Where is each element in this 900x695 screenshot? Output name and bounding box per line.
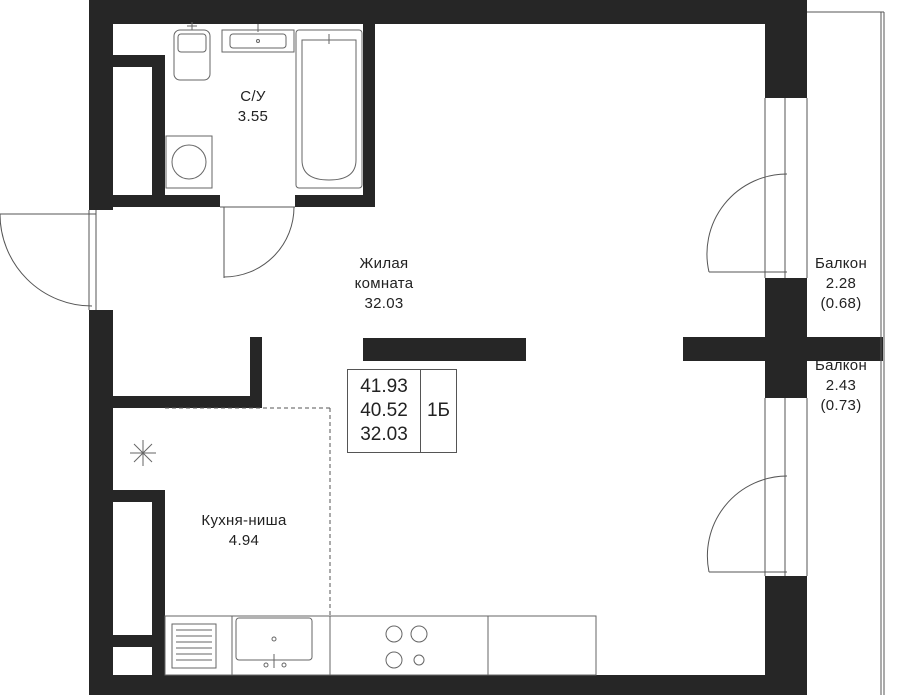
bathroom-door xyxy=(220,206,295,278)
sink-icon xyxy=(221,24,295,53)
balcony-outline xyxy=(807,11,885,695)
total-area: 41.93 xyxy=(360,376,408,397)
area-summary-box: 41.93 40.52 32.03 1Б xyxy=(347,369,457,453)
balcony-2-label: Балкон 2.43 (0.73) xyxy=(803,356,879,416)
balcony-2-reduced-area: (0.73) xyxy=(820,397,862,414)
ventilation-icon xyxy=(130,440,156,466)
windows xyxy=(764,98,808,576)
kitchen-label: Кухня-ниша 4.94 xyxy=(184,511,304,551)
bathtub-icon xyxy=(295,29,363,189)
kitchen-area: 4.94 xyxy=(228,532,260,549)
kitchen-counter xyxy=(164,615,597,676)
balcony-1-reduced-area: (0.68) xyxy=(820,295,862,312)
kitchen-name: Кухня-ниша xyxy=(201,512,287,529)
walls xyxy=(89,0,883,695)
area-values: 41.93 40.52 32.03 xyxy=(348,370,421,452)
dishwasher-icon xyxy=(171,623,217,669)
bathroom-name: С/У xyxy=(240,88,266,105)
bathroom-area: 3.55 xyxy=(237,108,269,125)
living-room-label: Жилая комната 32.03 xyxy=(334,254,434,314)
apartment-type: 1Б xyxy=(426,400,451,421)
washing-machine-icon xyxy=(165,135,213,189)
toilet-icon xyxy=(173,22,211,81)
entrance-door xyxy=(0,210,97,310)
kitchen-sink-icon xyxy=(235,617,313,668)
balcony-2-name: Балкон xyxy=(814,357,868,374)
total-area-without-balcony: 40.52 xyxy=(360,400,408,421)
living-room-name-line2: комната xyxy=(354,275,414,292)
living-room-name-line1: Жилая xyxy=(359,255,409,272)
living-area: 32.03 xyxy=(360,424,408,445)
bathroom-label: С/У 3.55 xyxy=(213,87,293,127)
living-room-area: 32.03 xyxy=(364,295,404,312)
balcony-door-2 xyxy=(706,475,788,573)
cooktop-icon xyxy=(385,625,428,669)
balcony-1-name: Балкон xyxy=(814,255,868,272)
balcony-1-area: 2.28 xyxy=(825,275,857,292)
balcony-door-1 xyxy=(706,173,788,273)
balcony-2-area: 2.43 xyxy=(825,377,857,394)
balcony-1-label: Балкон 2.28 (0.68) xyxy=(803,254,879,314)
